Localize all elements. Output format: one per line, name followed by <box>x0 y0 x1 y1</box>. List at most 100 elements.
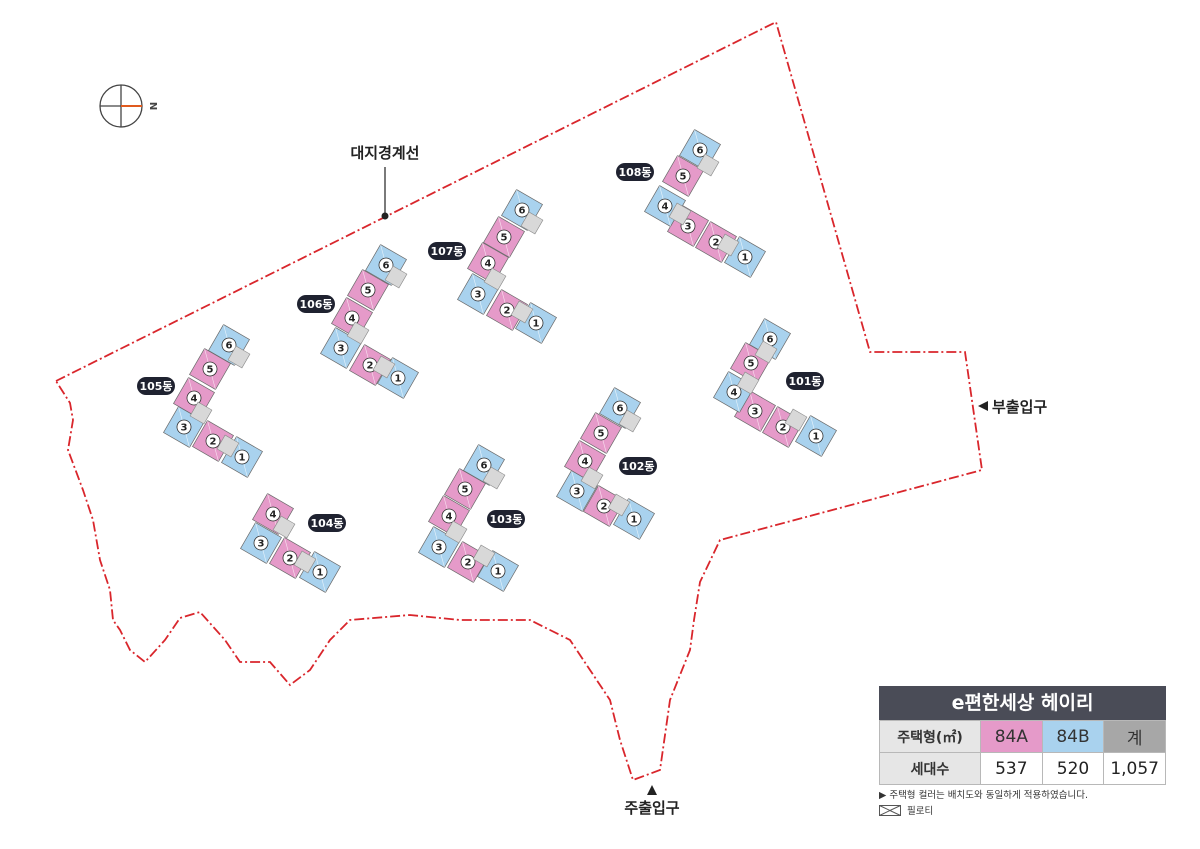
unit-number: 1 <box>495 567 502 578</box>
side-entrance-arrow-icon <box>978 401 988 411</box>
unit-number: 2 <box>210 437 217 448</box>
piloti-label: 필로티 <box>907 806 934 817</box>
unit-number-badge <box>253 535 269 551</box>
core-block <box>483 267 507 291</box>
core-block <box>784 408 808 432</box>
unit-block: 2 <box>486 289 528 331</box>
unit-number: 3 <box>685 222 692 233</box>
color-note: ▶ 주택형 컬러는 배치도와 동일하게 적용하였습니다. <box>879 790 1088 801</box>
unit-number: 6 <box>519 206 526 217</box>
unit-number-badge <box>441 508 457 524</box>
building-label-pill <box>616 163 654 181</box>
unit-block: 2 <box>583 485 625 527</box>
unit-number-badge <box>737 249 753 265</box>
unit-number-badge <box>390 370 406 386</box>
unit-number-badge <box>657 198 673 214</box>
core-block <box>372 355 396 379</box>
household-count-header: 세대수 <box>879 752 981 785</box>
unit-number: 1 <box>533 319 540 330</box>
building-label: 104동 <box>310 517 343 530</box>
core-block <box>754 340 778 364</box>
unit-number: 3 <box>338 344 345 355</box>
count-total-cell: 1,057 <box>1103 752 1166 785</box>
unit-number: 1 <box>742 253 749 264</box>
unit-number: 3 <box>752 407 759 418</box>
core-block <box>668 202 692 226</box>
building-label-pill <box>308 514 346 532</box>
building-label-pill <box>428 242 466 260</box>
unit-number: 6 <box>697 146 704 157</box>
building-label: 107동 <box>430 245 463 258</box>
unit-block: 5 <box>189 348 231 390</box>
table-row: 세대수 537 520 1,057 <box>879 752 1166 785</box>
unit-block: 5 <box>347 269 389 311</box>
core-block <box>696 153 720 177</box>
boundary-label: 대지경계선 <box>350 144 419 162</box>
buildings-layer: 123456101동123456102동123456103동1234104동12… <box>137 129 837 593</box>
unit-number: 6 <box>767 335 774 346</box>
unit-number: 3 <box>436 543 443 554</box>
unit-number-badge <box>692 142 708 158</box>
core-block <box>472 544 496 568</box>
unit-number: 5 <box>680 172 687 183</box>
core-block <box>482 466 506 490</box>
unit-number-badge <box>360 282 376 298</box>
core-block <box>580 466 604 490</box>
unit-number: 4 <box>191 394 198 405</box>
unit-block: 5 <box>444 468 486 510</box>
housing-type-header: 주택형(㎡) <box>879 720 981 753</box>
unit-number-badge <box>205 433 221 449</box>
unit-number-badge <box>234 449 250 465</box>
unit-number: 5 <box>598 429 605 440</box>
unit-number-badge <box>490 563 506 579</box>
unit-number: 2 <box>287 554 294 565</box>
unit-block: 5 <box>580 412 622 454</box>
unit-number: 1 <box>631 515 638 526</box>
compass-north-label: N <box>147 102 158 110</box>
unit-number: 5 <box>365 286 372 297</box>
unit-number-badge <box>675 168 691 184</box>
unit-number-badge <box>496 229 512 245</box>
unit-number: 2 <box>601 502 608 513</box>
unit-number: 6 <box>617 404 624 415</box>
unit-number: 4 <box>349 314 356 325</box>
table-row: 주택형(㎡) 84A 84B 계 <box>879 720 1166 753</box>
unit-number: 2 <box>780 423 787 434</box>
core-block <box>293 550 317 574</box>
unit-number: 2 <box>504 306 511 317</box>
unit-number: 2 <box>713 238 720 249</box>
type-84a-cell: 84A <box>980 720 1043 753</box>
unit-number: 1 <box>239 453 246 464</box>
unit-number-badge <box>265 506 281 522</box>
building-label-pill <box>786 372 824 390</box>
main-entrance-arrow-icon <box>647 785 657 795</box>
core-block <box>607 493 631 517</box>
building-label: 101동 <box>788 375 821 388</box>
unit-number: 3 <box>181 423 188 434</box>
unit-number: 1 <box>317 568 324 579</box>
unit-number: 3 <box>475 290 482 301</box>
core-block <box>736 371 760 395</box>
unit-number: 3 <box>258 539 265 550</box>
core-block <box>189 401 213 425</box>
main-entrance-label: 주출입구 <box>624 799 679 817</box>
unit-number: 2 <box>465 558 472 569</box>
unit-number: 5 <box>462 485 469 496</box>
count-84b-cell: 520 <box>1041 752 1105 785</box>
unit-number-badge <box>333 340 349 356</box>
core-block <box>216 434 240 458</box>
core-block <box>520 211 544 235</box>
unit-block: 5 <box>483 216 525 258</box>
building-label: 105동 <box>139 380 172 393</box>
unit-number-badge <box>596 498 612 514</box>
housing-summary-table: e편한세상 헤이리 주택형(㎡) 84A 84B 계 세대수 537 520 1… <box>879 686 1166 785</box>
